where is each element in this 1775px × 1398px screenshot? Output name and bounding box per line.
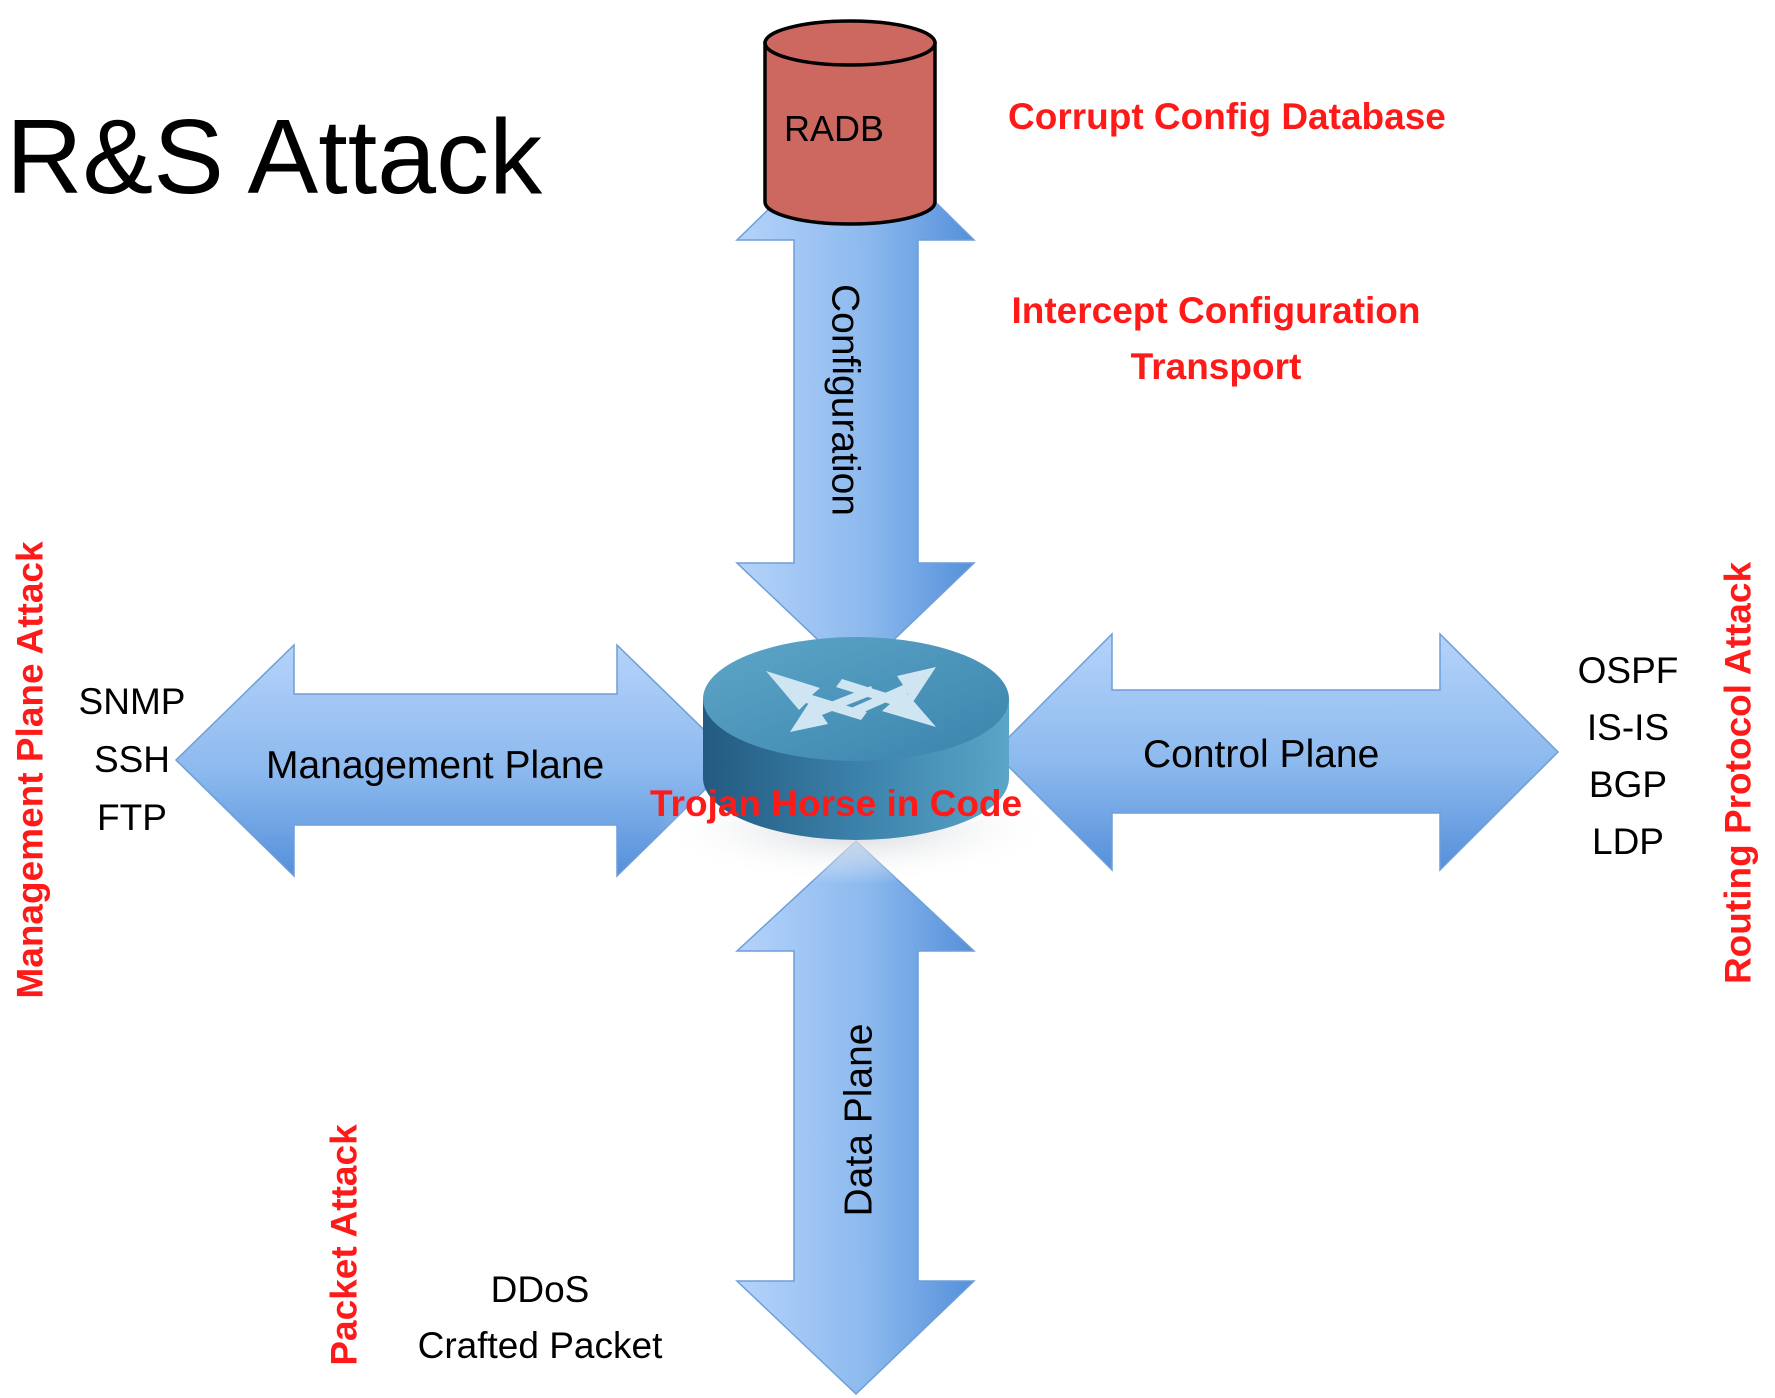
radb-database-icon xyxy=(763,19,937,226)
list-item: OSPF xyxy=(1577,650,1679,691)
routing-protocol-attack-label: Routing Protocol Attack xyxy=(1717,561,1759,985)
data-plane-label: Data Plane xyxy=(837,1023,881,1217)
list-item: Crafted Packet xyxy=(417,1325,663,1366)
intercept-config-line2: Transport xyxy=(1130,346,1302,387)
packet-attack-list: DDoS Crafted Packet xyxy=(390,1262,690,1374)
routing-protocol-list: OSPF IS-IS BGP LDP xyxy=(1563,642,1693,870)
configuration-label: Configuration xyxy=(823,284,867,516)
list-item: SSH xyxy=(93,739,171,780)
packet-attack-label: Packet Attack xyxy=(323,1124,365,1366)
control-plane-arrow xyxy=(992,632,1560,872)
control-plane-label: Control Plane xyxy=(1143,733,1380,776)
list-item: SNMP xyxy=(78,681,186,722)
intercept-config-line1: Intercept Configuration xyxy=(1011,290,1421,331)
corrupt-config-label: Corrupt Config Database xyxy=(1008,96,1446,137)
trojan-horse-label: Trojan Horse in Code xyxy=(650,783,1023,824)
page-title: R&S Attack xyxy=(6,98,543,216)
list-item: LDP xyxy=(1592,821,1664,862)
router-icon xyxy=(703,637,1009,840)
management-plane-attack-label: Management Plane Attack xyxy=(9,541,51,999)
management-protocol-list: SNMP SSH FTP xyxy=(62,673,202,847)
list-item: IS-IS xyxy=(1586,707,1670,748)
list-item: DDoS xyxy=(490,1269,590,1310)
data-plane-arrow xyxy=(735,839,976,1396)
intercept-config-label: Intercept Configuration Transport xyxy=(980,292,1452,385)
radb-label: RADB xyxy=(784,108,885,149)
list-item: FTP xyxy=(97,797,167,838)
management-plane-label: Management Plane xyxy=(266,744,605,787)
list-item: BGP xyxy=(1588,764,1668,805)
